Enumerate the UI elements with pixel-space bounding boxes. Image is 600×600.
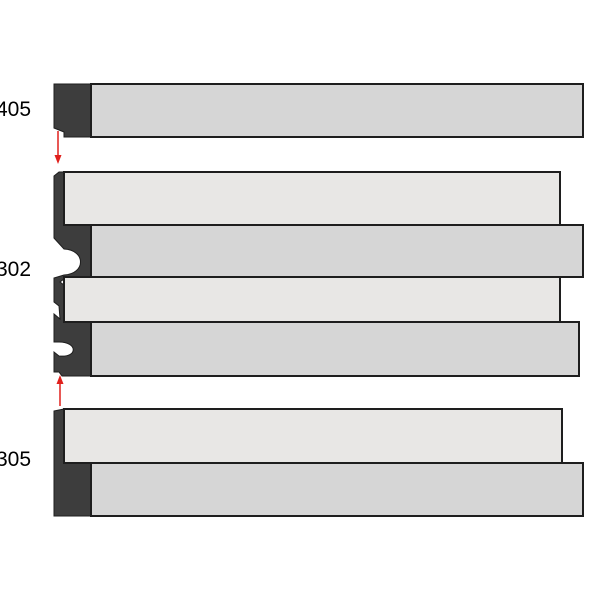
- arrow-head: [56, 375, 64, 384]
- board-305-dark: [90, 462, 584, 517]
- board-305-light: [63, 408, 563, 464]
- board-405: [90, 83, 584, 138]
- board-302-lower-dark: [90, 321, 580, 377]
- board-302-upper-light: [63, 171, 561, 226]
- profile-group-305: [53, 408, 584, 517]
- label-302: 302: [0, 258, 31, 281]
- board-302-lower-light: [63, 276, 561, 323]
- profile-group-405: [53, 83, 584, 138]
- board-302-upper-dark: [90, 224, 584, 278]
- label-305: 305: [0, 448, 31, 471]
- insert-arrow-down: [54, 131, 62, 164]
- arrow-head: [54, 155, 62, 164]
- insert-arrow-up: [56, 375, 64, 406]
- profile-group-302: [53, 171, 584, 377]
- label-405: 405: [0, 98, 31, 121]
- end-profile-405: [53, 83, 92, 138]
